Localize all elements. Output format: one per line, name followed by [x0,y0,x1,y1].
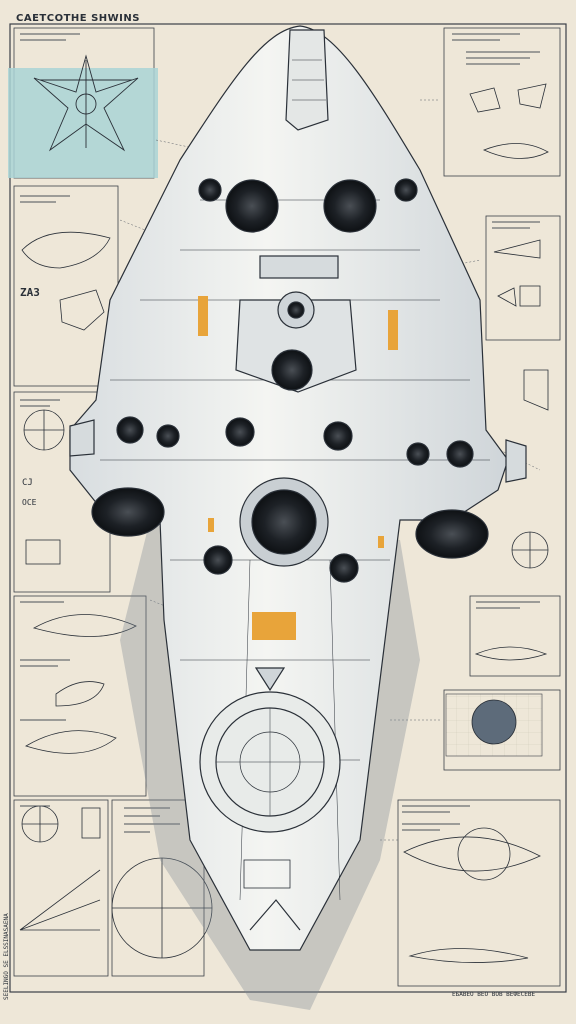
right-side-sketches [403,83,549,963]
left-side-sketches [19,231,213,959]
box-label-b: OCE [22,498,37,507]
star-ship-sketch [33,54,139,152]
side-note: SEELINGO SE ELSSINASAENA [3,913,10,1000]
footer-note: ЕБАВЕО ВЕО ВОВ ВЕФЕСЕВЕ [452,991,536,998]
highlight-panel [8,68,158,178]
right-schematic-panels [397,27,561,987]
sensor-dish-detail [471,699,517,745]
annotation-scribbles [20,33,540,833]
sheet-title: САЕТСОТНЕ SHWINS [16,13,140,24]
box-label-a: CJ [22,478,33,488]
main-starship [69,25,527,951]
section-code-label: ZA3 [20,286,40,299]
accent-panels [198,296,398,640]
